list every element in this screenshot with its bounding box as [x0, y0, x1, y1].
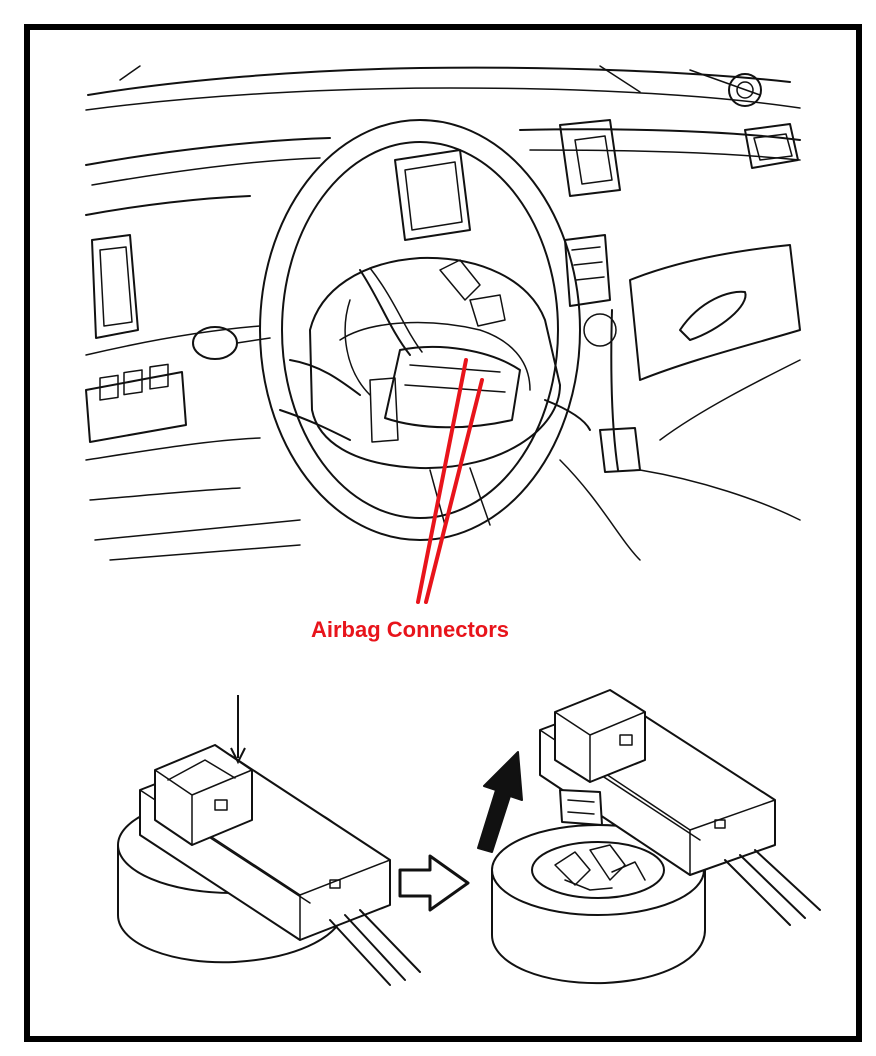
callout-label: Airbag Connectors — [311, 617, 509, 642]
connector-locked-illustration — [117, 744, 421, 986]
airbag-connector-callout-lines — [416, 358, 484, 604]
solid-up-arrow-icon — [477, 751, 523, 853]
downward-arrow-icon — [230, 695, 246, 765]
connector-released-illustration — [491, 689, 821, 985]
hollow-right-arrow-icon — [398, 854, 470, 912]
dashboard-illustration — [85, 65, 801, 561]
